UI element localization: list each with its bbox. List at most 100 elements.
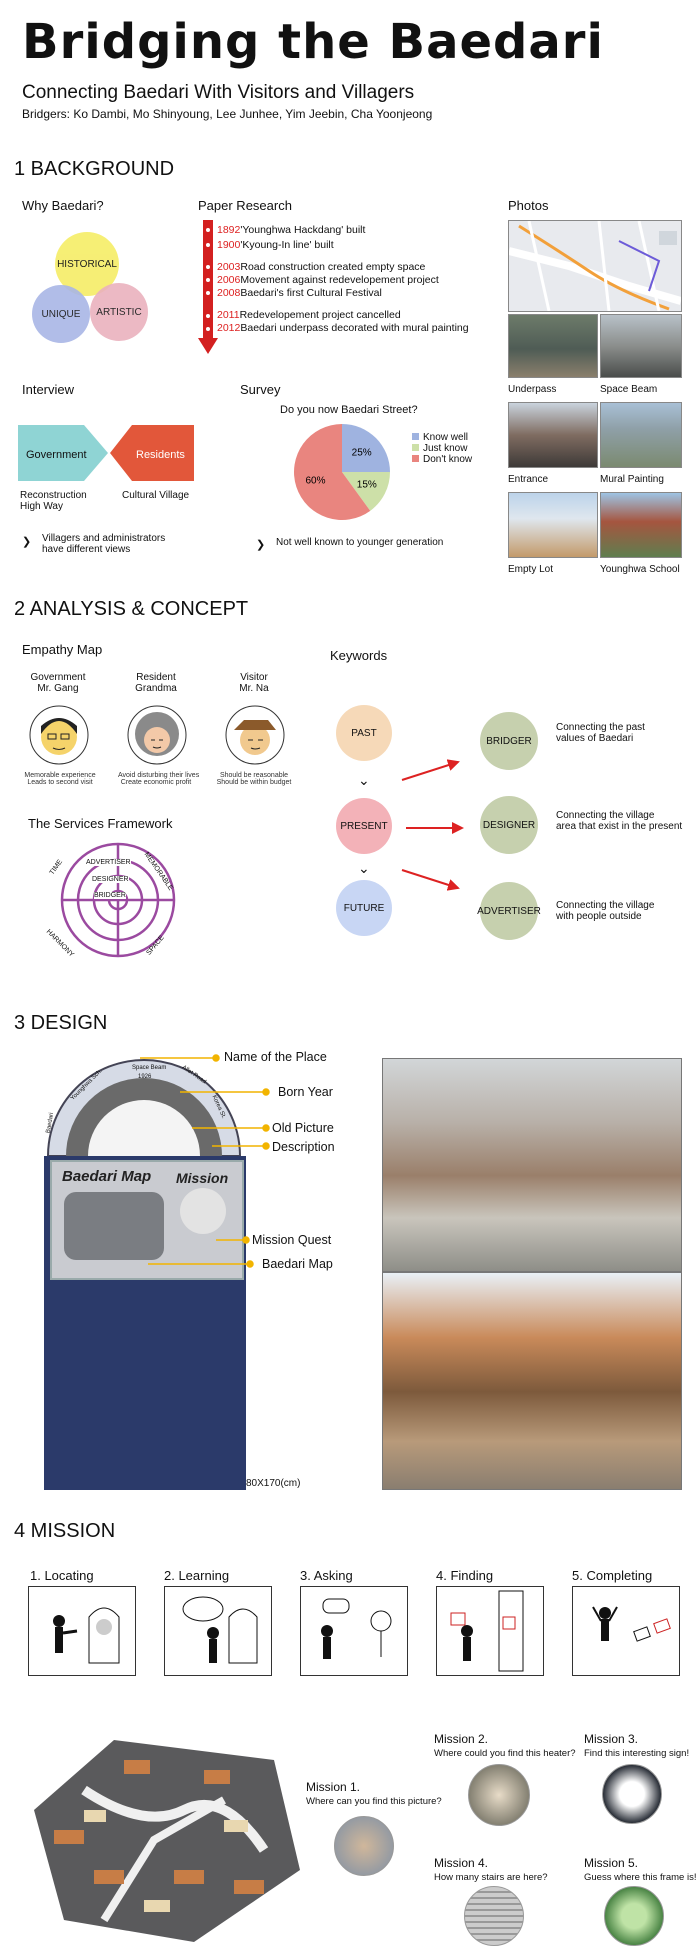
- keyword-arrows: [401, 759, 464, 891]
- board-map-image: [64, 1192, 164, 1260]
- label-old-picture: Old Picture: [272, 1121, 334, 1135]
- timeline-arrow: [198, 220, 218, 354]
- mission5-question: Guess where this frame is!: [584, 1872, 697, 1883]
- timeline-item: 2003Road construction created empty spac…: [217, 261, 426, 273]
- keyword-advertiser: ADVERTISER: [477, 882, 541, 940]
- board-mission-title: Mission: [176, 1170, 229, 1186]
- empty-lot-photo: [508, 492, 598, 558]
- arc-label: Space Beam: [132, 1065, 167, 1071]
- label-born-year: Born Year: [278, 1085, 333, 1099]
- space-beam-photo: [600, 314, 682, 378]
- survey-title: Survey: [240, 382, 281, 397]
- caption-younghwa-school: Younghwa School: [600, 564, 680, 575]
- step-finding-illustration: [436, 1586, 544, 1676]
- entrance-photo: [508, 402, 598, 468]
- baedari-3d-map: [34, 1740, 300, 1942]
- step-asking: 3. Asking: [300, 1568, 353, 1583]
- board-mission-image: [180, 1188, 226, 1234]
- step-completing-illustration: [572, 1586, 680, 1676]
- timeline-item: 2008Baedari's first Cultural Festival: [217, 287, 382, 299]
- mission3-photo: [602, 1764, 662, 1824]
- mission2-photo: [468, 1764, 530, 1826]
- timeline-item: 1892'Younghwa Hackdang' built: [217, 224, 366, 236]
- mission4-question: How many stairs are here?: [434, 1872, 548, 1883]
- mission5-photo: [604, 1886, 664, 1946]
- label-mission-quest: Mission Quest: [252, 1233, 332, 1247]
- section-design-heading: 3 DESIGN: [14, 1012, 108, 1034]
- bridgers-line: Bridgers: Ko Dambi, Mo Shinyoung, Lee Ju…: [22, 107, 433, 121]
- mural-render-photo: [382, 1272, 682, 1490]
- section-background-heading: 1 BACKGROUND: [14, 158, 175, 180]
- visitor-face-icon: [225, 705, 285, 765]
- government-arrow: [18, 425, 108, 481]
- mission1-question: Where can you find this picture?: [306, 1796, 442, 1807]
- keyword-bridger: BRIDGER: [480, 712, 538, 770]
- label-baedari-map: Baedari Map: [262, 1257, 333, 1271]
- ring-advertiser: ADVERTISER: [86, 859, 131, 866]
- step-learning-illustration: [164, 1586, 272, 1676]
- step-asking-illustration: [300, 1586, 408, 1676]
- survey-pie-chart: 25% 15% 60%: [294, 424, 390, 520]
- callout-lines: [140, 1054, 270, 1268]
- government-face-icon: [29, 705, 89, 765]
- mission3-question: Find this interesting sign!: [584, 1748, 690, 1759]
- pie-slice-just-know: [342, 472, 390, 511]
- section-mission-heading: 4 MISSION: [14, 1520, 116, 1542]
- label-description: Description: [272, 1140, 335, 1154]
- legend-item: Just know: [412, 443, 472, 454]
- resident-note: Avoid disturbing their lives Create econ…: [118, 772, 200, 786]
- pie-data-label: 60%: [306, 476, 326, 487]
- board-map-title: Baedari Map: [62, 1168, 152, 1185]
- circle-artistic: ARTISTIC: [90, 283, 148, 341]
- page-subtitle: Connecting Baedari With Visitors and Vil…: [22, 82, 415, 103]
- arc-year: 1926: [138, 1074, 152, 1080]
- step-finding: 4. Finding: [436, 1568, 494, 1583]
- mission5-title: Mission 5.: [584, 1856, 639, 1870]
- timeline-item: 2006Movement against redevelopement proj…: [217, 274, 439, 286]
- section-analysis-heading: 2 ANALYSIS & CONCEPT: [14, 598, 249, 620]
- caption-space-beam: Space Beam: [600, 384, 658, 395]
- pie-data-label: 25%: [352, 447, 372, 458]
- mission4-title: Mission 4.: [434, 1856, 489, 1870]
- step-learning: 2. Learning: [164, 1568, 230, 1583]
- chevron-down-icon: ⌄: [358, 860, 370, 876]
- step-completing: 5. Completing: [572, 1568, 653, 1583]
- why-baedari-title: Why Baedari?: [22, 198, 104, 213]
- bullet-icon: ❯: [256, 539, 266, 551]
- visitor-note: Should be reasonable Should be within bu…: [216, 772, 292, 786]
- residents-arrow: [110, 425, 194, 481]
- reconstruction-caption: Reconstruction High Way: [20, 490, 87, 512]
- ring-bridger: BRIDGER: [94, 892, 126, 899]
- younghwa-school-photo: [600, 492, 682, 558]
- cultural-village-caption: Cultural Village: [122, 490, 190, 501]
- caption-entrance: Entrance: [508, 474, 549, 485]
- mission1-photo: [334, 1816, 394, 1876]
- entrance-render-photo: [382, 1058, 682, 1272]
- government-note: Memorable experience Leads to second vis…: [24, 772, 96, 786]
- residents-label: Residents: [136, 449, 185, 461]
- mission4-photo: [464, 1886, 524, 1946]
- mural-painting-photo: [600, 402, 682, 468]
- interview-note: Villagers and administrators have differ…: [42, 533, 166, 555]
- survey-question: Do you now Baedari Street?: [280, 404, 418, 416]
- interview-title: Interview: [22, 382, 75, 397]
- pie-slice-know-well: [342, 424, 390, 472]
- caption-empty-lot: Empty Lot: [508, 564, 554, 575]
- pie-data-label: 15%: [357, 480, 377, 491]
- keyword-designer: DESIGNER: [480, 796, 538, 854]
- survey-note: Not well known to younger generation: [276, 537, 444, 548]
- timeline-item: 2011Redevelopement project cancelled: [217, 309, 401, 321]
- grandma-face-icon: [127, 705, 187, 765]
- keyword-past: PAST: [336, 705, 392, 761]
- empathy-map-title: Empathy Map: [22, 642, 103, 657]
- label-name-of-place: Name of the Place: [224, 1050, 327, 1064]
- paper-research-title: Paper Research: [198, 198, 292, 213]
- underpass-photo: [508, 314, 598, 378]
- chevron-down-icon: ⌄: [358, 772, 370, 788]
- step-locating-illustration: [28, 1586, 136, 1676]
- legend-item: Know well: [412, 432, 472, 443]
- caption-mural-painting: Mural Painting: [600, 474, 664, 485]
